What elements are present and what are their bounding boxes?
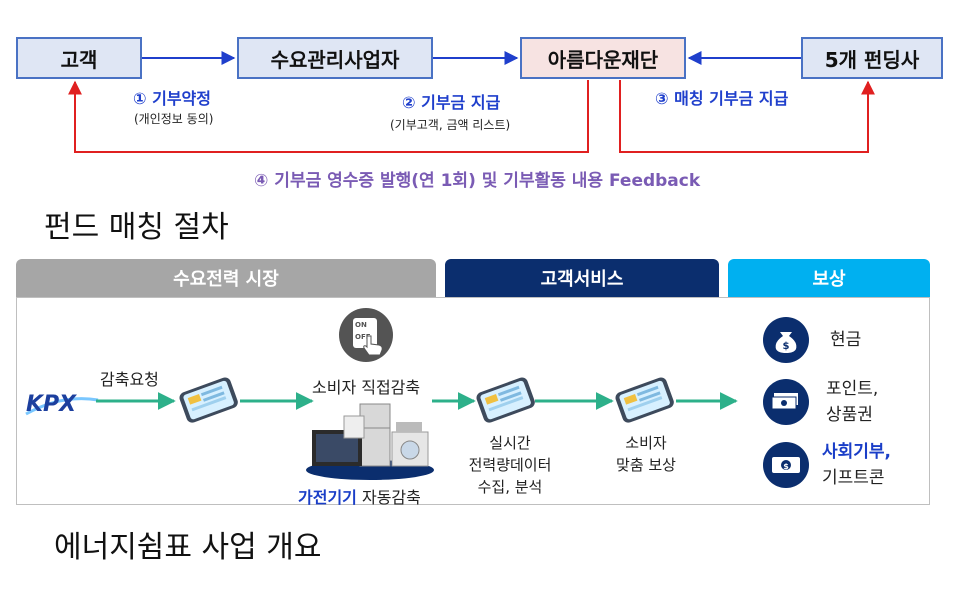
step2-label: ② 기부금 지급 [402, 93, 501, 112]
fund-matching-title: 펀드 매칭 절차 [44, 210, 229, 245]
step3-label: ③ 매칭 기부금 지급 [655, 89, 789, 108]
reward-donation-label: 사회기부, 기프트콘 [822, 439, 891, 491]
appliance-auto-reduction-label: 가전기기 자동감축 [298, 484, 421, 508]
realtime-line-1: 실시간 [489, 434, 531, 452]
cash-stack-icon [763, 379, 809, 425]
demand-manager-label: 수요관리사업자 [270, 47, 400, 72]
donation-rest: 기프트콘 [822, 468, 885, 488]
realtime-line-3: 수집, 분석 [477, 478, 543, 496]
customer-box: 고객 [16, 37, 142, 79]
switch-panel: ON OFF [353, 318, 377, 348]
donation-bold: 사회기부, [822, 442, 892, 462]
realtime-line-2: 전력량데이터 [468, 456, 552, 474]
kpx-logo: KPX [22, 390, 100, 418]
home-appliances-icon [306, 403, 434, 480]
points-line-2: 상품권 [826, 405, 873, 425]
finger-icon [363, 335, 383, 356]
arrow-foundation-to-funding [619, 80, 875, 153]
smartphone-icon [615, 377, 674, 423]
funding-companies-box: 5개 펀딩사 [801, 37, 943, 79]
svg-text:$: $ [783, 341, 790, 352]
step2-sub: (기부고객, 금액 리스트) [390, 118, 511, 132]
switch-off-label: OFF [355, 333, 371, 341]
header-demand-market: 수요전력 시장 [16, 259, 436, 297]
direct-reduction-label: 소비자 직접감축 [312, 378, 421, 397]
arrow-foundation-to-customer [68, 80, 589, 153]
reward-points-label: 포인트, 상품권 [826, 376, 878, 428]
on-off-switch-icon: ON OFF [339, 308, 393, 362]
demand-manager-box: 수요관리사업자 [237, 37, 433, 79]
customer-label: 고객 [60, 47, 98, 72]
fund-flow-arrows [68, 51, 875, 153]
money-bag-icon: $ [763, 317, 809, 363]
header-customer-service: 고객서비스 [445, 259, 719, 297]
funding-companies-label: 5개 펀딩사 [824, 47, 920, 72]
smartphone-icon [179, 377, 238, 423]
consumer-line-2: 맞춤 보상 [616, 456, 676, 474]
kpx-swoosh-icon [25, 397, 99, 416]
realtime-data-label: 실시간 전력량데이터 수집, 분석 [460, 432, 560, 498]
header-reward: 보상 [728, 259, 930, 297]
consumer-reward-label: 소비자 맞춤 보상 [604, 432, 688, 476]
energy-show-title: 에너지쉼표 사업 개요 [54, 530, 322, 565]
step1-sub: (개인정보 동의) [134, 112, 214, 126]
appliance-label-bold: 가전기기 [298, 488, 357, 507]
donation-icon: $ [763, 442, 809, 488]
foundation-box: 아름다운재단 [520, 37, 686, 79]
reward-cash-label: 현금 [830, 330, 862, 350]
foundation-label: 아름다운재단 [547, 47, 659, 72]
switch-on-label: ON [355, 321, 367, 329]
appliance-label-rest: 자동감축 [356, 488, 421, 507]
reduction-request-label: 감축요청 [100, 370, 159, 389]
header-demand-market-label: 수요전력 시장 [173, 269, 279, 290]
kpx-logo-text: KPX [26, 392, 77, 417]
smartphone-icon [476, 377, 535, 423]
header-reward-label: 보상 [812, 269, 846, 290]
points-line-1: 포인트, [826, 379, 879, 399]
step1-label: ① 기부약정 [133, 89, 211, 108]
header-customer-service-label: 고객서비스 [540, 269, 624, 290]
step4-feedback-label: ④ 기부금 영수증 발행(연 1회) 및 기부활동 내용 Feedback [254, 171, 701, 191]
svg-text:$: $ [783, 462, 789, 471]
consumer-line-1: 소비자 [625, 434, 667, 452]
